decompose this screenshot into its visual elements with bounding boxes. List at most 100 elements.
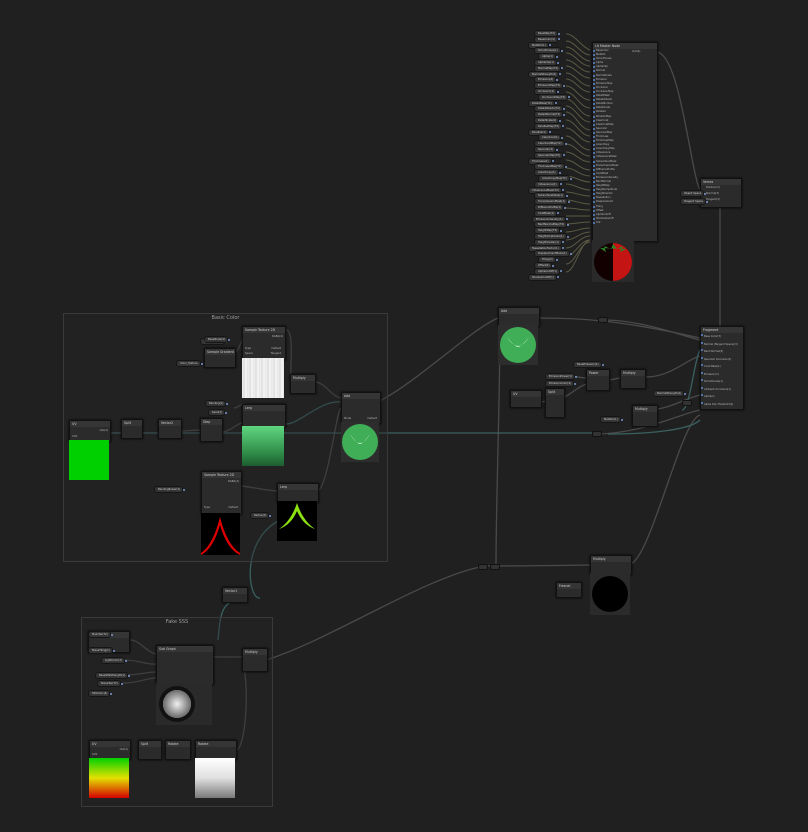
fragment-input-port[interactable]: Specular Occlusion(1) bbox=[701, 356, 743, 364]
tangent-port[interactable]: Tangent(3) bbox=[706, 198, 720, 201]
output-port[interactable]: Out(2) bbox=[119, 748, 128, 751]
reroute-dot[interactable] bbox=[682, 400, 692, 406]
master-input-port[interactable]: OcclusionMap bbox=[593, 90, 657, 94]
master-input-port[interactable]: DetailAlbedo bbox=[593, 98, 657, 102]
fragment-input-port[interactable]: Smoothness(1) bbox=[701, 378, 743, 386]
master-input-port[interactable]: Normal bbox=[593, 69, 657, 73]
split-node[interactable]: Split bbox=[121, 419, 143, 439]
master-input-port[interactable]: EmissionMap bbox=[593, 82, 657, 86]
master-input-port[interactable]: ParallaxMap bbox=[593, 115, 657, 119]
master-input-port[interactable]: BentNormal bbox=[593, 180, 657, 184]
master-input-port[interactable]: HeightAmplitude bbox=[593, 188, 657, 192]
master-input-port[interactable]: Metallic bbox=[593, 53, 657, 57]
multiply-right2-node[interactable]: Multiply bbox=[620, 369, 646, 389]
fragment-input-port[interactable]: Bent Normal(3) bbox=[701, 348, 743, 356]
master-input-port[interactable]: ClearCoatMap bbox=[593, 123, 657, 127]
property-pill[interactable]: Color_Texture bbox=[176, 360, 203, 367]
mode-select[interactable]: Default bbox=[367, 417, 377, 420]
property-pill[interactable]: Radius(1) bbox=[250, 512, 272, 519]
type-select[interactable]: Default bbox=[228, 506, 238, 509]
master-input-port[interactable]: CoatMask bbox=[593, 172, 657, 176]
master-input-port[interactable]: NormalScale bbox=[593, 74, 657, 78]
property-pill[interactable]: Metallic(1) bbox=[600, 416, 623, 423]
master-input-port[interactable]: Anisotropy bbox=[593, 143, 657, 147]
rotate-sss-node[interactable]: Rotate bbox=[165, 740, 191, 760]
master-input-port[interactable]: Occlusion bbox=[593, 86, 657, 90]
master-input-port[interactable]: Iridescence bbox=[593, 151, 657, 155]
split-sss-node[interactable]: Split bbox=[138, 740, 162, 760]
master-input-port[interactable]: BaseColor bbox=[593, 49, 657, 53]
master-input-port[interactable]: HeightMap bbox=[593, 184, 657, 188]
object-space-pill[interactable]: Object Space bbox=[680, 190, 707, 197]
add-node[interactable]: Add Mode Default bbox=[341, 392, 381, 424]
property-pill[interactable]: BaseEmission(1) bbox=[573, 361, 604, 368]
split-right-node[interactable]: Split bbox=[545, 388, 565, 418]
multiply-right-node[interactable]: Multiply bbox=[590, 555, 632, 575]
property-pill[interactable]: Banding(1) bbox=[205, 400, 229, 407]
vector1-node[interactable]: Vector1 bbox=[222, 587, 248, 603]
master-input-port[interactable]: Specular bbox=[593, 127, 657, 131]
channel-field[interactable]: UV0 bbox=[72, 435, 78, 438]
master-input-port[interactable]: SpecularMap bbox=[593, 131, 657, 135]
master-input-port[interactable]: Thickness bbox=[593, 135, 657, 139]
master-input-port[interactable]: DetailNormal bbox=[593, 102, 657, 106]
property-pill[interactable]: NoiseTiling(1) bbox=[88, 647, 115, 654]
master-input-port[interactable]: TransmissionMask bbox=[593, 164, 657, 168]
rgba-port[interactable]: RGBA(4) bbox=[227, 480, 239, 483]
sample-gradient-node[interactable]: Sample Gradient bbox=[204, 348, 236, 368]
reroute-dot[interactable] bbox=[598, 317, 608, 323]
reroute-dot[interactable] bbox=[478, 564, 488, 570]
fresnel-node[interactable]: Fresnel bbox=[556, 582, 582, 598]
master-input-port[interactable]: ShadowCutoff bbox=[593, 217, 657, 221]
master-input-port[interactable]: EmissionIntensity bbox=[593, 176, 657, 180]
property-pill[interactable]: MainTex(T2) bbox=[88, 631, 113, 638]
position-port[interactable]: Position(3) bbox=[706, 186, 720, 189]
vector2-node[interactable]: Vector2 bbox=[158, 419, 182, 439]
property-pill[interactable]: EmissionPower(1) bbox=[545, 373, 578, 380]
add-right-node[interactable]: Add bbox=[498, 307, 540, 327]
master-input-port[interactable]: DiffusionProfile bbox=[593, 168, 657, 172]
property-pill[interactable]: BandingPower(1) bbox=[154, 486, 186, 493]
master-input-port[interactable]: Out bbox=[593, 221, 657, 225]
multiply-right3-node[interactable]: Multiply bbox=[632, 405, 658, 427]
master-input-port[interactable]: Smoothness bbox=[593, 57, 657, 61]
property-pill[interactable]: LightColor(3) bbox=[101, 657, 127, 664]
power-node[interactable]: Power bbox=[586, 369, 610, 391]
remap-sss-node[interactable]: Rotate bbox=[195, 740, 237, 760]
multiply-sss-node[interactable]: Multiply bbox=[242, 648, 268, 672]
master-input-port[interactable]: AlphaClip bbox=[593, 65, 657, 69]
master-input-port[interactable]: HeightCenter bbox=[593, 192, 657, 196]
rgba-port[interactable]: RGBA(4) bbox=[271, 335, 283, 338]
property-pill[interactable]: EmissionColor(4) bbox=[545, 380, 576, 387]
step-node[interactable]: Step bbox=[200, 418, 223, 442]
uv-node[interactable]: UV Out(2) UV0 bbox=[69, 420, 111, 442]
normal-port[interactable]: Normal(3) bbox=[706, 192, 720, 195]
output-port[interactable]: Out(2) bbox=[99, 429, 108, 432]
reroute-dot[interactable] bbox=[490, 564, 500, 570]
property-pill[interactable]: Seed(1) bbox=[208, 409, 228, 416]
master-input-port[interactable]: Displacement bbox=[593, 200, 657, 204]
master-input-port[interactable]: Emission bbox=[593, 78, 657, 82]
master-input-port[interactable]: Alpha bbox=[593, 61, 657, 65]
fragment-node[interactable]: Fragment Base Color(3)Normal (Tangent Sp… bbox=[700, 326, 744, 410]
property-pill[interactable]: BaseNoise(1) bbox=[204, 336, 231, 343]
master-input-port[interactable]: IridescenceMask bbox=[593, 155, 657, 159]
master-input-port[interactable]: DetailScale bbox=[593, 106, 657, 110]
master-input-port[interactable]: ClearCoat bbox=[593, 119, 657, 123]
sample-texture-2d-node[interactable]: Sample Texture 2D RGBA(4) Type Default S… bbox=[242, 326, 286, 360]
fragment-input-port[interactable]: Coat Mask(1) bbox=[701, 363, 743, 371]
multiply-node[interactable]: Multiply bbox=[290, 374, 316, 394]
fragment-input-port[interactable]: Alpha(1) bbox=[701, 393, 743, 401]
property-pill[interactable]: NoiseTex(T2) bbox=[97, 680, 123, 687]
master-input-port[interactable]: DetailMask bbox=[593, 94, 657, 98]
fragment-input-port[interactable]: Normal (Tangent Space)(3) bbox=[701, 341, 743, 349]
property-pill[interactable]: ShadowCutoff(1) bbox=[528, 273, 559, 281]
fragment-input-port[interactable]: Emission(3) bbox=[701, 371, 743, 379]
master-output-port[interactable]: Out(4) bbox=[632, 50, 641, 53]
uv-sss-node[interactable]: UV Out(2) UV0 bbox=[89, 740, 131, 760]
master-input-port[interactable]: Parallax bbox=[593, 110, 657, 114]
sample-texture-2d-b-node[interactable]: Sample Texture 2D RGBA(4) Type Default bbox=[201, 471, 242, 515]
property-pill[interactable]: BaseSSSStrength(1) bbox=[95, 672, 131, 679]
fragment-input-port[interactable]: Base Color(3) bbox=[701, 333, 743, 341]
